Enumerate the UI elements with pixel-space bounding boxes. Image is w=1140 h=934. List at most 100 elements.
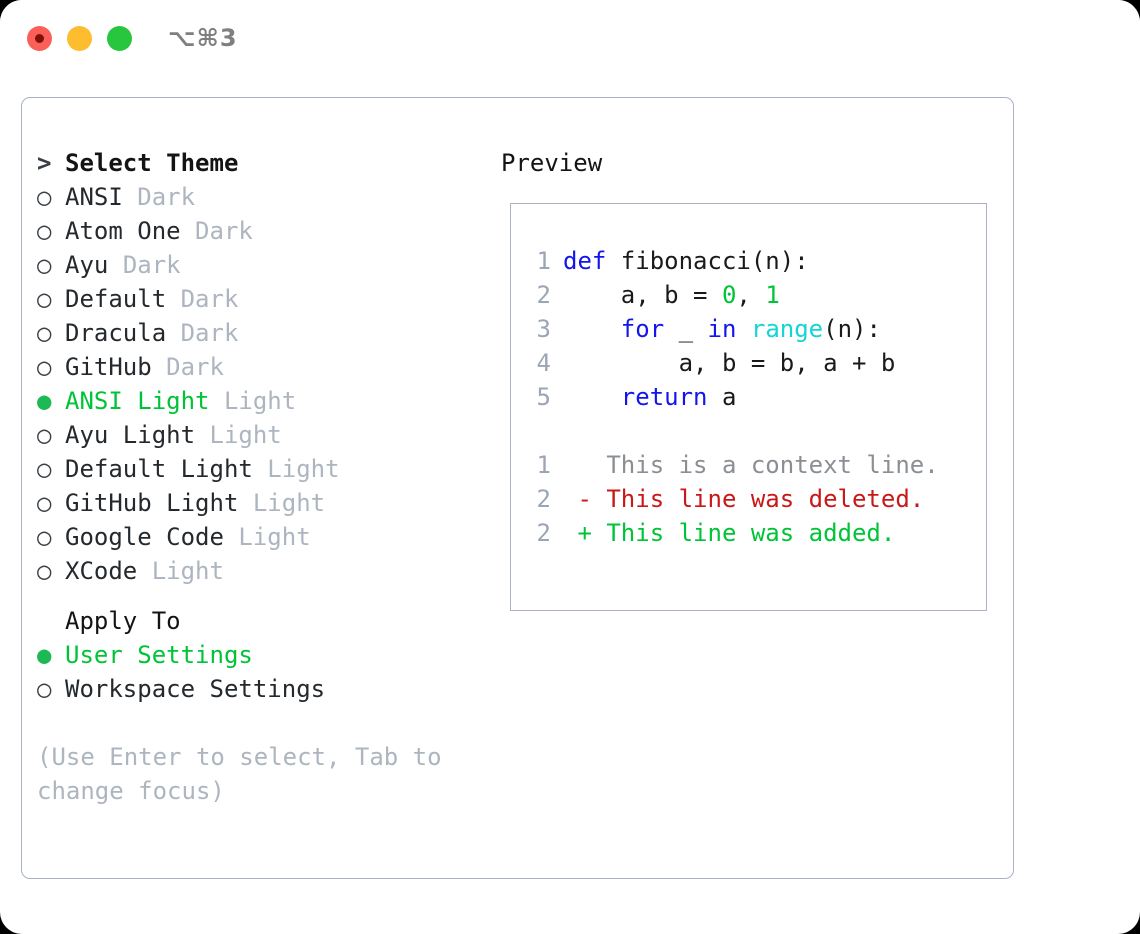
code-token (563, 315, 621, 343)
diff-text: - This line was deleted. (563, 485, 925, 513)
theme-name-label: XCode (65, 557, 138, 585)
theme-kind-label: Dark (195, 217, 253, 245)
code-token: a (707, 383, 737, 411)
theme-list-item[interactable]: ○XCode Light (37, 554, 477, 588)
theme-name-label: Ayu Light (65, 421, 196, 449)
theme-list-item[interactable]: ○Ayu Light Light (37, 418, 477, 452)
diff-line: 2 + This line was added. (523, 516, 983, 550)
theme-kind-label: Light (209, 421, 282, 449)
spacer (137, 557, 151, 585)
radio-selected-icon: ● (37, 641, 52, 669)
theme-name-label: GitHub (65, 353, 152, 381)
apply-to-label: User Settings (65, 641, 253, 669)
code-line: 5 return a (523, 380, 983, 414)
spacer (108, 251, 122, 279)
theme-name-label: Default (65, 285, 167, 313)
code-token: 1 (765, 281, 780, 309)
radio-selected-icon: ● (37, 387, 52, 415)
line-number: 1 (536, 247, 551, 275)
radio-unselected-icon: ○ (37, 217, 52, 245)
spacer (195, 421, 209, 449)
keyboard-shortcut-label: ⌥⌘3 (168, 24, 238, 52)
apply-to-label: Workspace Settings (65, 675, 326, 703)
code-token (736, 315, 750, 343)
preview-heading: Preview (501, 149, 603, 177)
theme-name-label: Ayu (65, 251, 109, 279)
radio-unselected-icon: ○ (37, 523, 52, 551)
line-number: 2 (536, 281, 551, 309)
radio-unselected-icon: ○ (37, 489, 52, 517)
theme-kind-label: Dark (137, 183, 196, 211)
hint-spacer (37, 706, 477, 740)
line-number: 5 (536, 383, 551, 411)
apply-to-option[interactable]: ○Workspace Settings (37, 672, 477, 706)
maximize-window-button[interactable] (107, 26, 132, 51)
select-theme-heading: >Select Theme (37, 146, 477, 180)
page-title: Select Theme (65, 149, 239, 177)
close-icon (35, 34, 44, 43)
theme-list-item[interactable]: ○ Ayu Dark (37, 248, 477, 282)
theme-name-label: GitHub Light (65, 489, 239, 517)
theme-kind-label: Dark (166, 353, 224, 381)
code-token: def (563, 247, 621, 275)
theme-kind-label: Light (252, 489, 326, 517)
code-token: range (750, 315, 824, 343)
line-number: 3 (536, 315, 551, 343)
theme-list-item[interactable]: ○Default Dark (37, 282, 477, 316)
code-token (563, 383, 621, 411)
minimize-window-button[interactable] (67, 26, 92, 51)
radio-unselected-icon: ○ (37, 353, 52, 381)
spacer (253, 455, 267, 483)
radio-unselected-icon: ○ (37, 251, 52, 279)
code-token: a, b = (563, 281, 722, 309)
code-line: 3 for _ in range(n): (523, 312, 983, 346)
spacer (166, 285, 180, 313)
theme-list-item[interactable]: ○ ANSI Dark (37, 180, 477, 214)
theme-list-item[interactable]: ○Default Light Light (37, 452, 477, 486)
theme-list-item[interactable]: ○ Dracula Dark (37, 316, 477, 350)
code-token: a, b = b, a + b (563, 349, 896, 377)
code-token: return (620, 383, 708, 411)
theme-list-item[interactable]: ○ GitHub Dark (37, 350, 477, 384)
apply-to-heading: Apply To (65, 607, 181, 635)
theme-name-label: Atom One (65, 217, 181, 245)
line-number: 2 (536, 519, 551, 547)
theme-kind-label: Dark (122, 251, 181, 279)
theme-name-label: Default Light (65, 455, 253, 483)
theme-name-label: ANSI (65, 183, 123, 211)
theme-name-label: Dracula (65, 319, 167, 347)
keyboard-hint-text: (Use Enter to select, Tab to change focu… (37, 743, 457, 805)
spacer (210, 387, 224, 415)
apply-to-option[interactable]: ● User Settings (37, 638, 477, 672)
theme-list: ○ANSI Dark○Atom One Dark○Ayu Dark○Defaul… (37, 180, 477, 588)
diff-line: 2 - This line was deleted. (523, 482, 983, 516)
close-window-button[interactable] (27, 26, 52, 51)
apply-to-list: ● User Settings ○Workspace Settings (37, 638, 477, 706)
theme-list-item[interactable]: ○ Atom One Dark (37, 214, 477, 248)
spacer (224, 523, 238, 551)
radio-unselected-icon: ○ (37, 455, 52, 483)
code-token: fibonacci(n): (620, 247, 809, 275)
diff-text: This is a context line. (563, 451, 939, 479)
code-token: (n): (823, 315, 881, 343)
radio-unselected-icon: ○ (37, 319, 52, 347)
code-token: , (736, 281, 766, 309)
theme-list-item[interactable]: ○Google Code Light (37, 520, 477, 554)
theme-list-item[interactable]: ○ GitHub Light Light (37, 486, 477, 520)
spacer (123, 183, 137, 211)
code-line: 1 def fibonacci(n): (523, 244, 983, 278)
diff-sample: 1 This is a context line. 2 - This line w… (523, 448, 983, 550)
theme-kind-label: Dark (180, 319, 239, 347)
spacer (181, 217, 195, 245)
theme-kind-label: Dark (180, 285, 239, 313)
title-bar: ⌥⌘3 (0, 0, 1140, 78)
line-number: 1 (536, 451, 551, 479)
radio-unselected-icon: ○ (37, 183, 52, 211)
theme-name-label: Google Code (65, 523, 224, 551)
theme-selector-column: >Select Theme ○ANSI Dark○Atom One Dark○A… (37, 146, 477, 808)
list-spacer (37, 588, 477, 604)
spacer (152, 353, 166, 381)
theme-list-item[interactable]: ●ANSI Light Light (37, 384, 477, 418)
code-line: 2 a, b = 0, 1 (523, 278, 983, 312)
